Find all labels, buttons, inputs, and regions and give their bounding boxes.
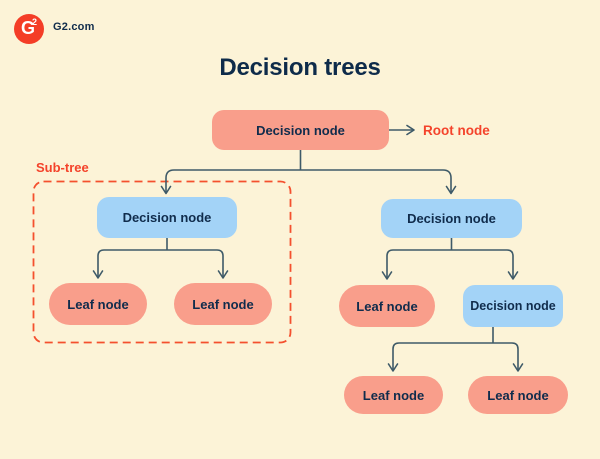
node-left-leaf-2: Leaf node (174, 283, 272, 325)
node-label: Leaf node (356, 298, 418, 314)
g2-logo-superscript: 2 (32, 17, 38, 27)
root-node-annotation: Root node (423, 123, 490, 138)
arrowhead-chevrons (92, 124, 524, 372)
subtree-label: Sub-tree (36, 160, 89, 175)
node-left-decision: Decision node (97, 197, 237, 238)
page-title: Decision trees (219, 54, 381, 81)
node-root-decision: Decision node (212, 110, 389, 150)
connector-lines (97, 129, 519, 371)
node-label: Leaf node (487, 387, 549, 403)
node-left-leaf-1: Leaf node (49, 283, 147, 325)
node-label: Leaf node (192, 296, 254, 312)
node-label: Decision node (470, 299, 556, 313)
node-bottom-leaf-2: Leaf node (468, 376, 568, 414)
node-label: Decision node (256, 122, 345, 138)
g2-logo-icon: G 2 (14, 14, 44, 44)
node-label: Decision node (122, 210, 212, 225)
node-right-decision-2: Decision node (463, 285, 563, 327)
node-right-leaf: Leaf node (339, 285, 435, 327)
node-label: Decision node (407, 211, 496, 226)
g2-logo-text: G2.com (53, 21, 95, 33)
node-right-decision: Decision node (381, 199, 522, 238)
node-bottom-leaf-1: Leaf node (344, 376, 443, 414)
g2-logo-letter: G (21, 18, 36, 38)
node-label: Leaf node (362, 387, 425, 403)
node-label: Leaf node (67, 296, 129, 312)
